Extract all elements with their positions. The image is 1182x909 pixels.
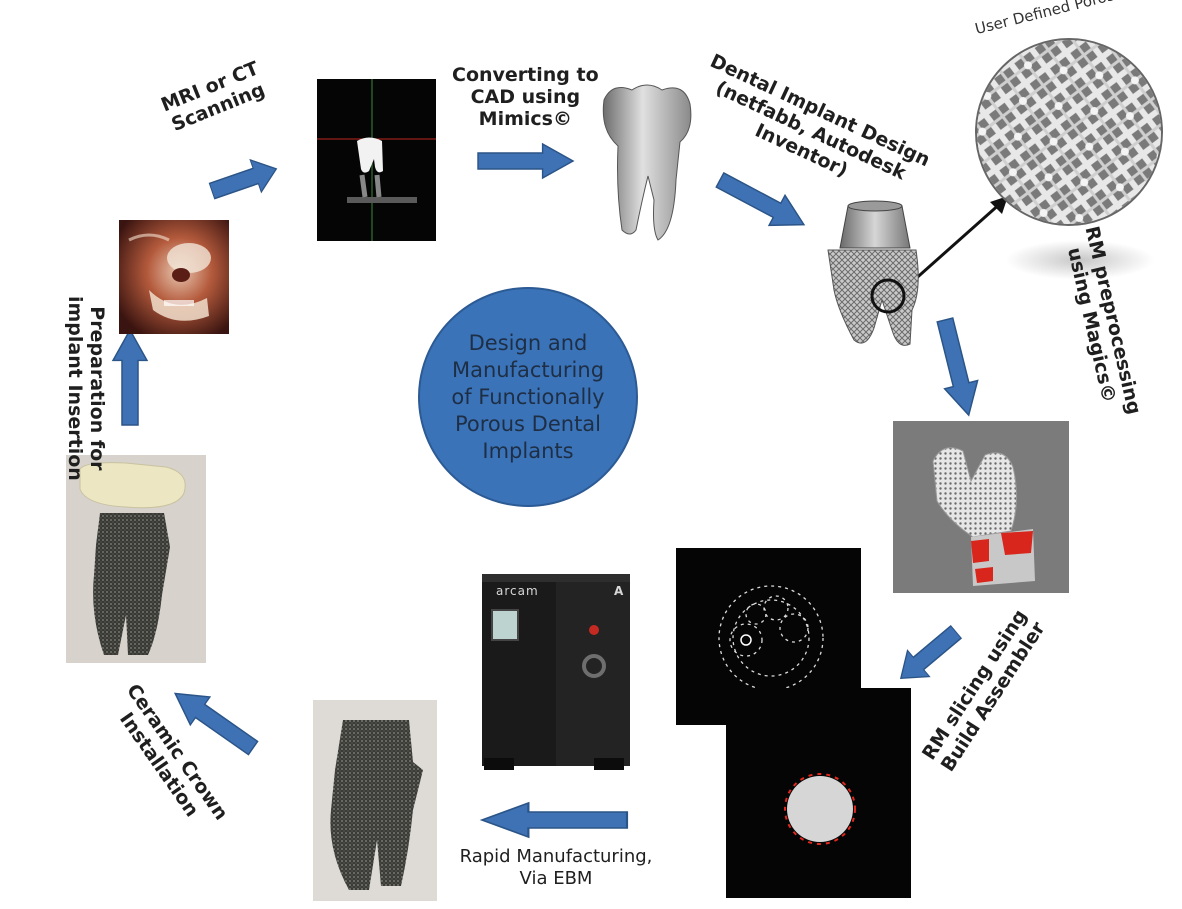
porosity-detail-bubble	[975, 38, 1163, 226]
skull-ct-image	[119, 220, 229, 334]
magics-preprocessing-image	[893, 421, 1069, 593]
arrow-slicing-to-manufacturing	[482, 803, 627, 837]
label-crown: Ceramic Crown Installation	[104, 680, 232, 837]
arrow-crown-to-preparation	[113, 330, 147, 425]
implant-design-model	[818, 200, 926, 350]
center-title-line: Manufacturing	[452, 357, 604, 384]
ct-scan-image	[317, 79, 436, 241]
machine-brand: arcam	[496, 584, 539, 598]
arrow-design-to-preprocessing	[929, 316, 986, 419]
arrow-scan-to-ct-image	[206, 153, 281, 207]
arrow-ct-to-cad	[478, 144, 573, 178]
label-manufacturing-line2: Via EBM	[458, 868, 654, 890]
printed-implant-photo	[313, 700, 437, 901]
porosity-label: User Defined Porosity	[973, 0, 1135, 40]
label-cad-line1: Converting to	[452, 64, 599, 86]
label-scanning: MRI or CT Scanning	[158, 57, 270, 136]
arcam-ebm-machine: arcam A	[474, 570, 636, 772]
molar-cad-model	[592, 80, 702, 245]
label-preparation-line2: implant Insertion	[64, 296, 86, 481]
label-manufacturing: Rapid Manufacturing, Via EBM	[458, 846, 654, 890]
label-manufacturing-line1: Rapid Manufacturing,	[458, 846, 654, 868]
label-cad-line3: Mimics©	[452, 108, 599, 130]
arrow-cad-to-design	[712, 165, 812, 240]
center-title-line: of Functionally	[451, 384, 604, 411]
label-preparation-line1: Preparation for	[86, 296, 108, 481]
label-cad: Converting to CAD using Mimics©	[452, 64, 599, 130]
ceramic-crown-photo	[66, 455, 206, 663]
slice-image-solid	[726, 688, 911, 898]
center-title-circle: Design and Manufacturing of Functionally…	[418, 287, 638, 507]
center-title-line: Porous Dental	[455, 411, 601, 438]
center-title-line: Design and	[469, 330, 588, 357]
label-design: Dental Implant Design (netfabb, Autodesk…	[688, 50, 933, 211]
arrow-preprocessing-to-slicing	[890, 619, 967, 691]
machine-badge: A	[614, 584, 623, 598]
label-cad-line2: CAD using	[452, 86, 599, 108]
center-title-line: Implants	[482, 438, 573, 465]
label-preparation: Preparation for implant Insertion	[64, 296, 108, 481]
label-slicing: RM slicing using Build Assembler	[918, 606, 1050, 776]
